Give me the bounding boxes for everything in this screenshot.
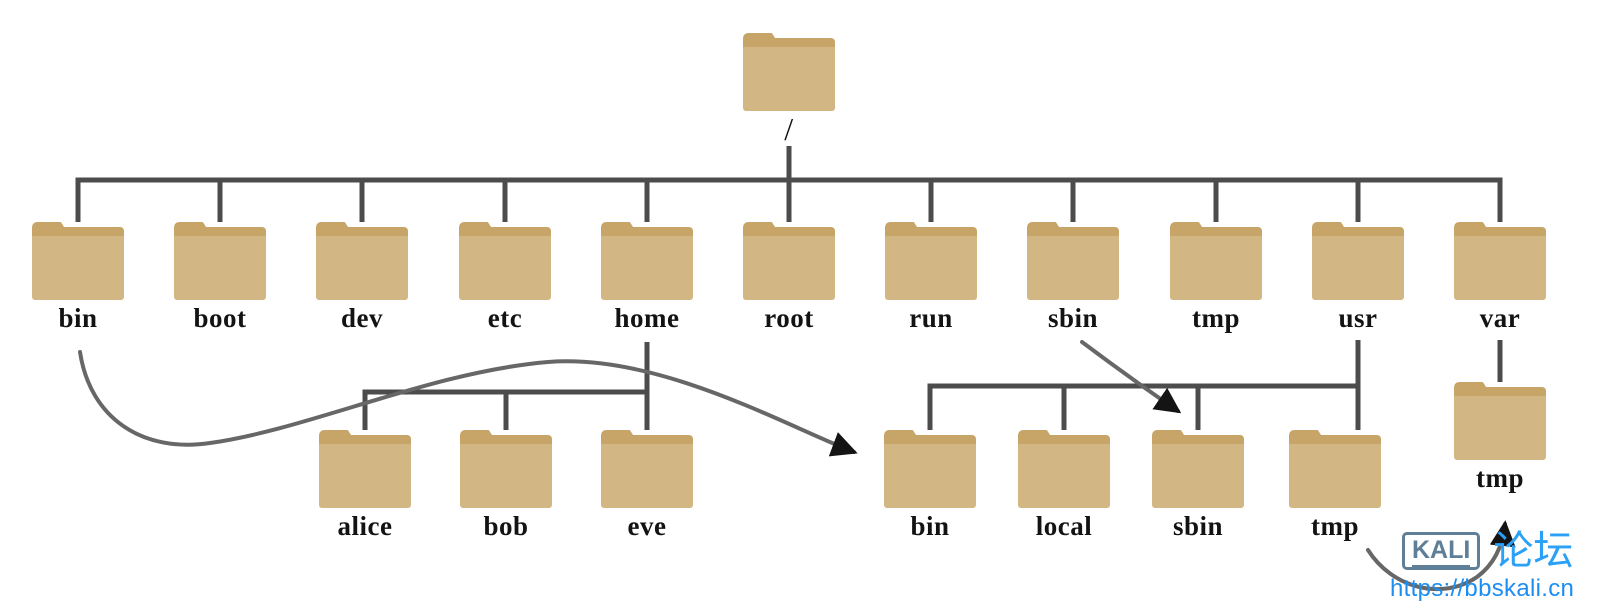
- folder-label: tmp: [1476, 463, 1524, 493]
- folder-icon: [885, 222, 977, 300]
- watermark: KALI 论坛 https://bbskali.cn: [1390, 531, 1600, 603]
- folder-usr-sbin: sbin: [1142, 430, 1254, 542]
- folder-label: tmp: [1311, 511, 1359, 541]
- folder-icon: [601, 430, 693, 508]
- folder-icon: [601, 222, 693, 300]
- folder-label: eve: [627, 511, 667, 541]
- folder-icon: [1027, 222, 1119, 300]
- folder-label: dev: [341, 303, 383, 333]
- folder-label: home: [614, 303, 680, 333]
- folder-label: boot: [193, 303, 247, 333]
- folder-var: var: [1444, 222, 1556, 334]
- folder-tmp: tmp: [1160, 222, 1272, 334]
- folder-icon: [1018, 430, 1110, 508]
- folder-boot: boot: [164, 222, 276, 334]
- arrow-bin-to-usr-bin: [78, 350, 858, 457]
- folder-usr-local: local: [1008, 430, 1120, 542]
- folder-icon: [743, 33, 835, 111]
- folder-icon: [32, 222, 124, 300]
- folder-icon: [884, 430, 976, 508]
- folder-label: local: [1035, 511, 1093, 541]
- folder-sbin: sbin: [1017, 222, 1129, 334]
- folder-label: tmp: [1192, 303, 1240, 333]
- folder-label: root: [764, 303, 814, 333]
- folder-icon: [319, 430, 411, 508]
- folder-label: etc: [487, 303, 523, 333]
- folder-root: root: [733, 222, 845, 334]
- arrow-usr-tmp-to-var-tmp: [1366, 520, 1516, 592]
- folder-usr: usr: [1302, 222, 1414, 334]
- folder-label: usr: [1338, 303, 1378, 333]
- folder-root-dir: /: [733, 33, 845, 147]
- folder-label: sbin: [1172, 511, 1224, 541]
- folder-icon: [1312, 222, 1404, 300]
- folder-icon: [316, 222, 408, 300]
- folder-usr-bin: bin: [874, 430, 986, 542]
- folder-label: run: [909, 303, 953, 333]
- folder-icon: [459, 222, 551, 300]
- folder-icon: [460, 430, 552, 508]
- folder-icon: [1454, 222, 1546, 300]
- folder-label: var: [1479, 303, 1521, 333]
- folder-icon: [1170, 222, 1262, 300]
- folder-var-tmp: tmp: [1444, 382, 1556, 494]
- folder-home: home: [591, 222, 703, 334]
- folder-icon: [174, 222, 266, 300]
- folder-icon: [1454, 382, 1546, 460]
- folder-usr-tmp: tmp: [1279, 430, 1391, 542]
- watermark-forum-text: 论坛: [1493, 529, 1574, 573]
- folder-bin: bin: [22, 222, 134, 334]
- folder-label: /: [784, 111, 794, 147]
- folder-label: alice: [337, 511, 393, 541]
- folder-home-alice: alice: [309, 430, 421, 542]
- tree-connector-home: [362, 342, 650, 430]
- kali-logo-badge: KALI: [1402, 531, 1481, 571]
- folder-etc: etc: [449, 222, 561, 334]
- folder-label: sbin: [1047, 303, 1099, 333]
- folder-icon: [1152, 430, 1244, 508]
- folder-run: run: [875, 222, 987, 334]
- arrow-sbin-to-usr-sbin: [1080, 340, 1182, 414]
- tree-connector-usr: [927, 340, 1361, 430]
- folder-home-eve: eve: [591, 430, 703, 542]
- folder-label: bin: [910, 511, 950, 541]
- folder-label: bob: [483, 511, 529, 541]
- folder-dev: dev: [306, 222, 418, 334]
- folder-icon: [1289, 430, 1381, 508]
- folder-label: bin: [58, 303, 98, 333]
- watermark-url: https://bbskali.cn: [1390, 575, 1575, 602]
- folder-icon: [743, 222, 835, 300]
- tree-connector-level1: [75, 146, 1503, 222]
- folder-home-bob: bob: [450, 430, 562, 542]
- kali-logo-text: KALI: [1412, 535, 1471, 568]
